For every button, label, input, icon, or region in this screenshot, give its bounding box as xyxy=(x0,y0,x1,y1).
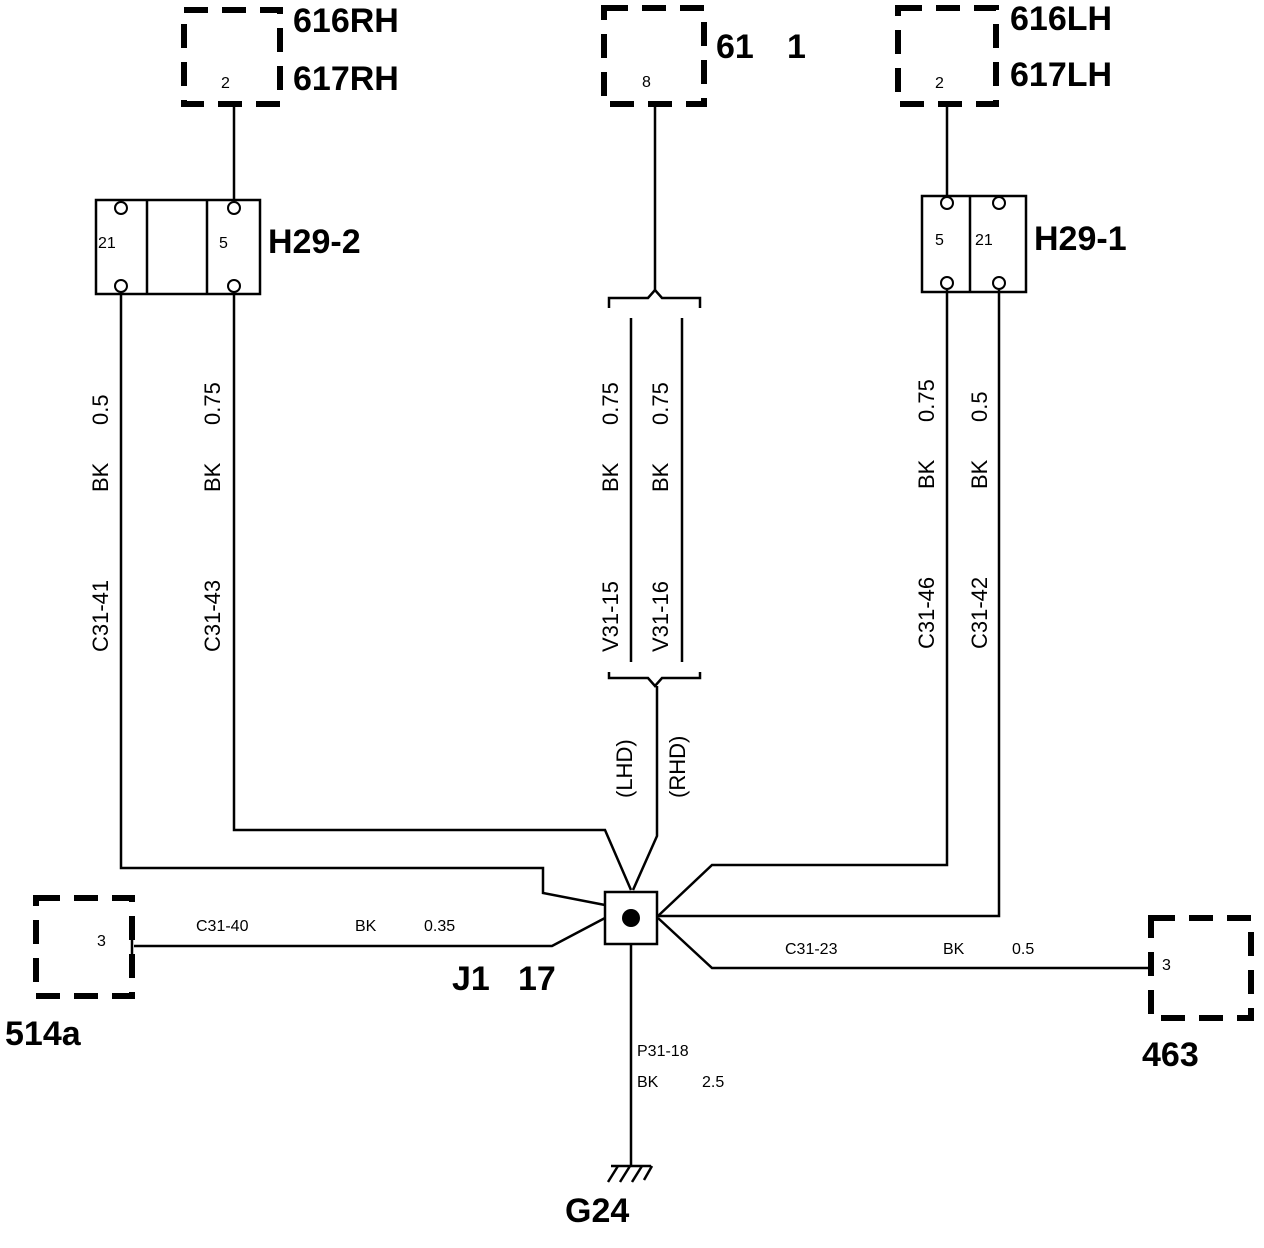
wire-c31-41-size: 0.5 xyxy=(88,394,113,425)
wire-c31-40-size: 0.35 xyxy=(424,918,455,935)
wire-c31-42-size: 0.5 xyxy=(967,391,992,422)
junction-j1: J1 17 xyxy=(452,890,659,998)
component-617rh-label: 617RH xyxy=(293,60,399,98)
wire-c31-46-id: C31-46 xyxy=(914,577,939,649)
wire-c31-40 xyxy=(134,916,606,948)
component-61-sublabel: 1 xyxy=(787,28,806,66)
wire-c31-42-id: C31-42 xyxy=(967,577,992,649)
h29-1-pin-21: 21 xyxy=(975,232,993,249)
wire-p31-18-id: P31-18 xyxy=(637,1043,689,1060)
wire-c31-40-color: BK xyxy=(355,918,377,935)
upper-brace xyxy=(607,288,702,308)
lower-brace xyxy=(607,672,702,688)
wire-v31-15-id: V31-15 xyxy=(598,581,623,652)
wire-c31-46-color: BK xyxy=(914,459,939,489)
h29-1-pin-5: 5 xyxy=(935,232,944,249)
wire-c31-43-color: BK xyxy=(200,462,225,492)
wire-c31-46-size: 0.75 xyxy=(914,379,939,422)
component-616lh: 2 616LH 617LH xyxy=(895,0,1112,107)
variant-lhd-label: (LHD) xyxy=(612,739,637,798)
wire-p31-18-color: BK xyxy=(637,1074,659,1091)
component-514a-pin: 3 xyxy=(97,933,106,950)
wire-c31-43-id: C31-43 xyxy=(200,580,225,652)
junction-sublabel: 17 xyxy=(518,960,556,998)
wire-c31-46 xyxy=(657,290,949,917)
component-514a: 3 514a xyxy=(5,895,135,1053)
junction-label: J1 xyxy=(452,960,490,998)
wire-v31-16-color: BK xyxy=(648,462,673,492)
wire-c31-23-id: C31-23 xyxy=(785,941,838,958)
wire-c31-43 xyxy=(232,292,633,891)
wire-c31-41-id: C31-41 xyxy=(88,580,113,652)
wire-v31-15-color: BK xyxy=(598,462,623,492)
variant-rhd-label: (RHD) xyxy=(665,736,690,798)
connector-h29-1: 5 21 H29-1 xyxy=(920,194,1127,294)
wire-labels-horizontal: C31-40 BK 0.35 C31-23 BK 0.5 P31-18 BK 2… xyxy=(196,918,1034,1091)
component-463: 3 463 xyxy=(1142,915,1254,1074)
component-616rh: 2 616RH 617RH xyxy=(181,2,399,107)
component-463-label: 463 xyxy=(1142,1036,1199,1074)
wire-v31-16-id: V31-16 xyxy=(648,581,673,652)
h29-2-pin-21: 21 xyxy=(98,235,116,252)
wire-c31-40-id: C31-40 xyxy=(196,918,249,935)
wire-v31-16-size: 0.75 xyxy=(648,382,673,425)
h29-2-label: H29-2 xyxy=(268,223,361,261)
component-616lh-pin: 2 xyxy=(935,75,944,92)
wire-labels-vertical: 0.5 BK C31-41 0.75 BK C31-43 0.75 BK V31… xyxy=(88,379,992,798)
component-616rh-pin: 2 xyxy=(221,75,230,92)
h29-2-pin-5: 5 xyxy=(219,235,228,252)
wire-c31-23-color: BK xyxy=(943,941,965,958)
wire-c31-42 xyxy=(658,290,1001,918)
component-514a-label: 514a xyxy=(5,1015,82,1053)
component-617lh-label: 617LH xyxy=(1010,56,1112,94)
wire-center-to-junction xyxy=(631,686,659,891)
wire-c31-41-color: BK xyxy=(88,462,113,492)
component-61-label: 61 xyxy=(716,28,754,66)
wire-c31-41 xyxy=(119,292,606,907)
component-61: 8 61 1 xyxy=(601,5,806,107)
component-616lh-label: 616LH xyxy=(1010,0,1112,38)
wire-c31-42-color: BK xyxy=(967,459,992,489)
ground-label: G24 xyxy=(565,1192,629,1230)
ground-g24: G24 xyxy=(565,1164,654,1230)
component-463-pin: 3 xyxy=(1162,957,1171,974)
component-616rh-label: 616RH xyxy=(293,2,399,40)
wire-c31-43-size: 0.75 xyxy=(200,382,225,425)
h29-1-label: H29-1 xyxy=(1034,220,1127,258)
wire-c31-23-size: 0.5 xyxy=(1012,941,1034,958)
connector-h29-2: 21 5 H29-2 xyxy=(94,198,361,296)
wire-p31-18-size: 2.5 xyxy=(702,1074,724,1091)
wire-v31-15-size: 0.75 xyxy=(598,382,623,425)
component-61-pin: 8 xyxy=(642,74,651,91)
wire-c31-23 xyxy=(657,917,1150,970)
